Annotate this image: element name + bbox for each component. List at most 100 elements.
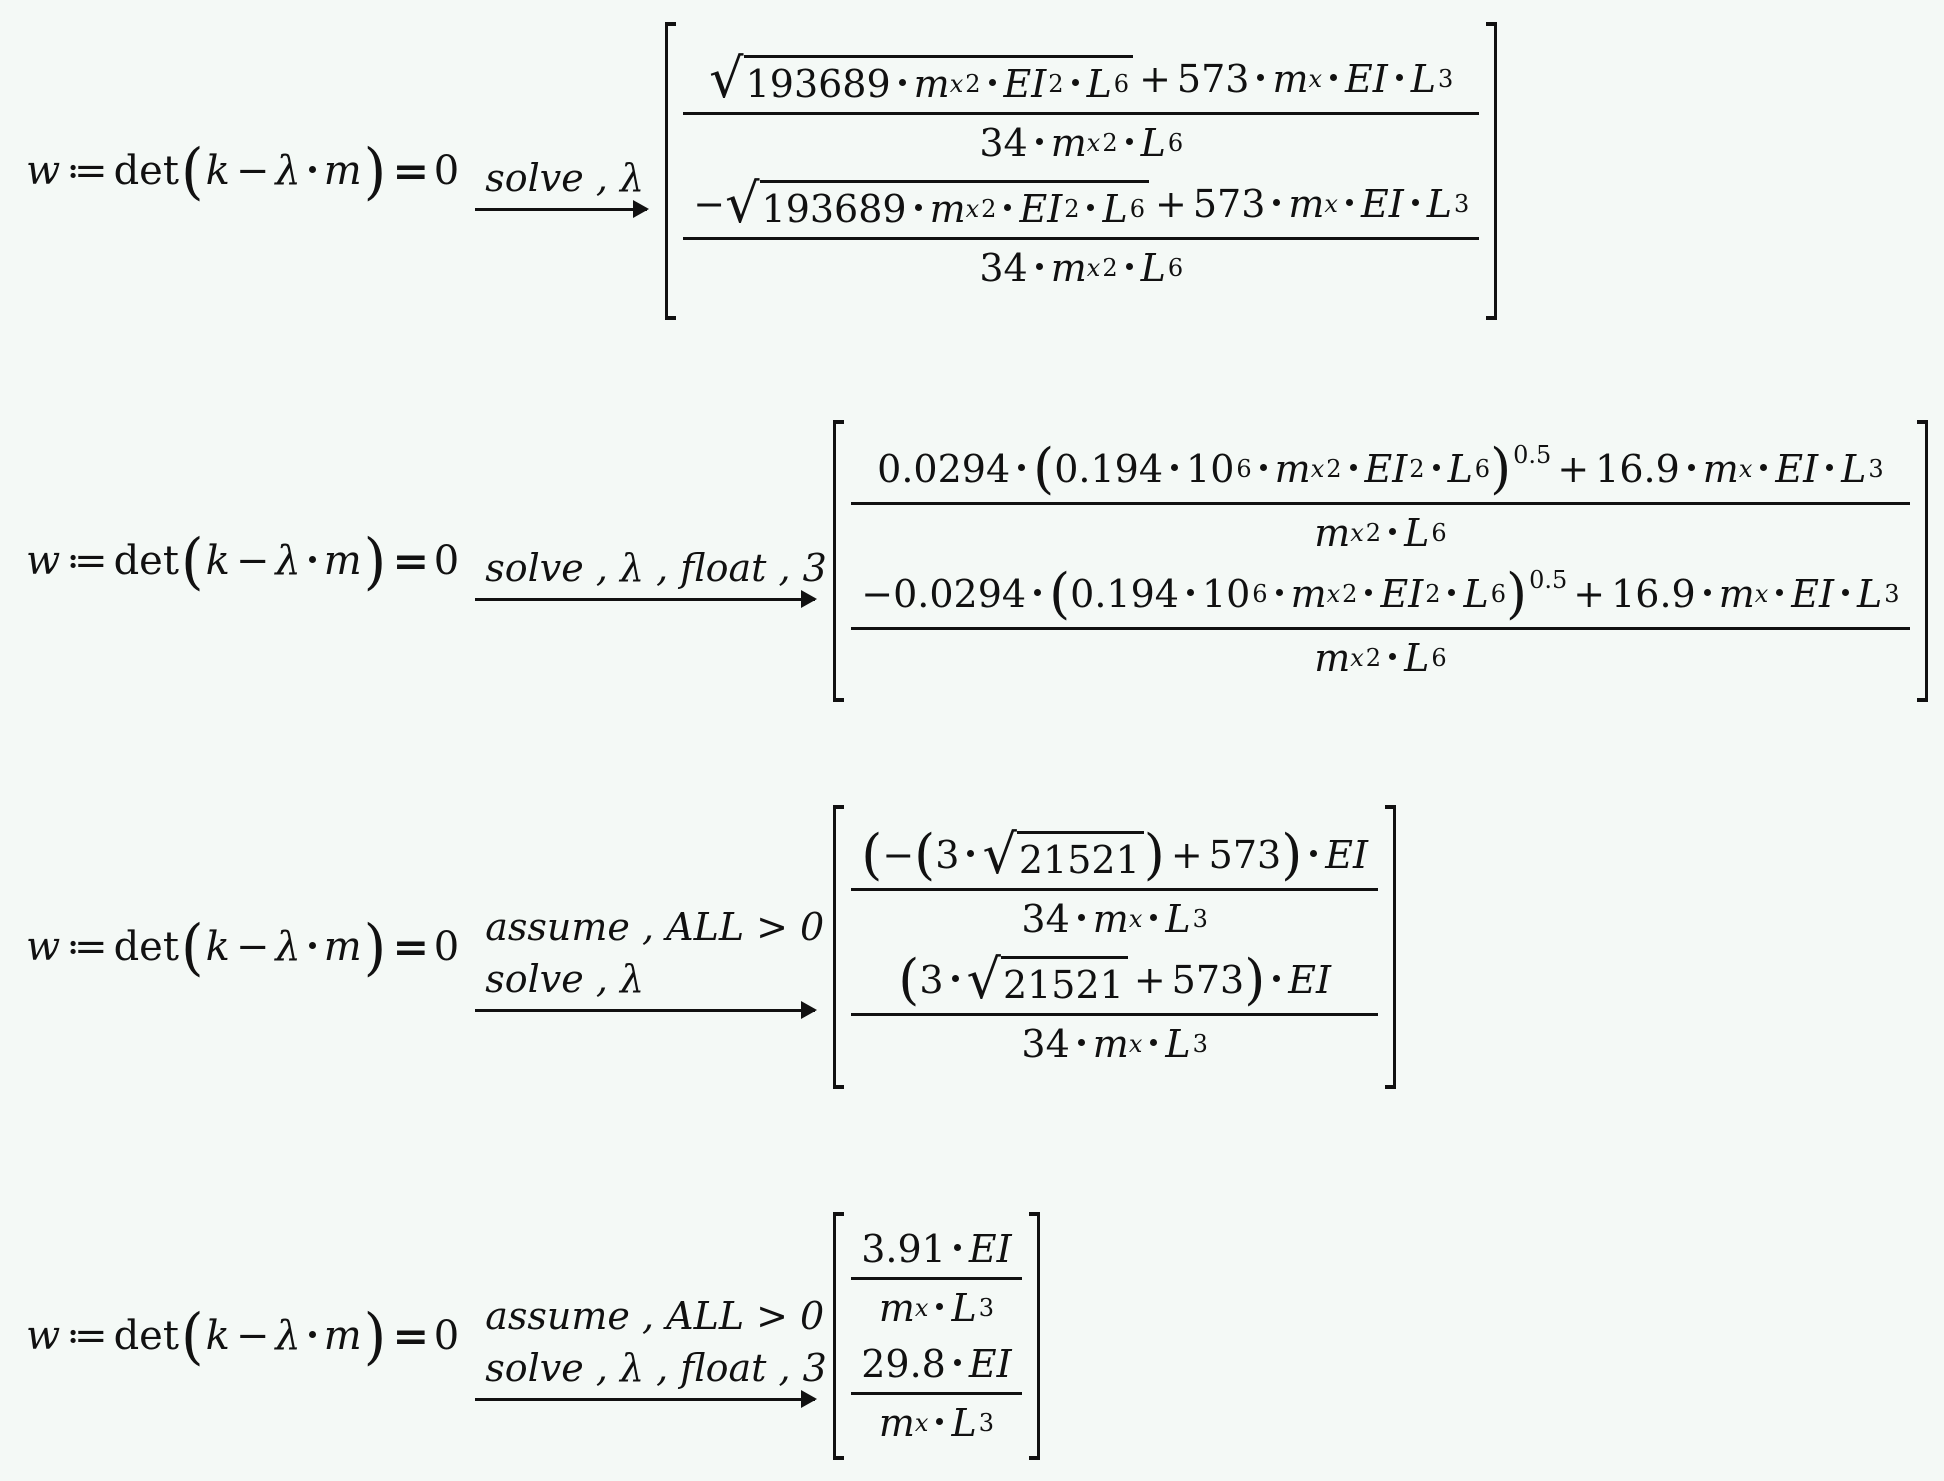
- math-token: EI: [1775, 447, 1819, 491]
- keyword-assume[interactable]: assume , ALL > 0: [485, 1294, 825, 1338]
- exponent: 6: [1129, 195, 1145, 223]
- math-token: m: [878, 1401, 915, 1445]
- math-token: L: [1165, 897, 1191, 941]
- boolean-equals: =: [392, 147, 430, 195]
- symbolic-arrow[interactable]: solve , λ , float , 3: [475, 521, 827, 608]
- exponent: 6: [1474, 455, 1491, 483]
- var-lambda: λ: [275, 148, 301, 194]
- multiply-dot: [1087, 203, 1095, 211]
- math-token: EI: [1364, 447, 1408, 491]
- lhs-expression[interactable]: w ≔ det ( k − λ m ) = 0: [0, 531, 459, 592]
- symbolic-arrow[interactable]: solve , λ: [475, 131, 650, 218]
- multiply-dot: [308, 1330, 316, 1338]
- math-token: EI: [1288, 958, 1332, 1002]
- math-token: L: [1841, 447, 1867, 491]
- exponent: 6: [1167, 254, 1184, 282]
- multiply-dot: [1345, 198, 1353, 206]
- equation-block-2[interactable]: w ≔ det ( k − λ m ) = 0 solve , λ , floa…: [0, 420, 1928, 702]
- parenthesis: ): [1244, 948, 1266, 1011]
- math-token: λ: [275, 1313, 301, 1359]
- math-token: 0.194: [1054, 447, 1164, 491]
- multiply-dot: [1077, 913, 1085, 921]
- lhs-expression[interactable]: w ≔ det ( k − λ m ) = 0: [0, 1306, 459, 1367]
- multiply-dot: [967, 849, 975, 857]
- fraction-bar: [851, 627, 1910, 630]
- fraction-bar: [683, 112, 1480, 115]
- math-token: k: [205, 538, 230, 584]
- keyword-solve[interactable]: solve , λ: [485, 156, 645, 200]
- math-token: 0.0294: [877, 447, 1011, 491]
- parenthesis: ): [1490, 437, 1512, 500]
- math-token: 34: [979, 121, 1028, 165]
- var-k: k: [205, 148, 230, 194]
- radicand: 21521: [1016, 831, 1144, 882]
- parenthesis: (: [180, 911, 204, 983]
- equation-block-4[interactable]: w ≔ det ( k − λ m ) = 0 assume , ALL > 0…: [0, 1212, 1040, 1460]
- math-token: det: [113, 924, 179, 970]
- math-token: ≔: [66, 538, 108, 584]
- exponent: 6: [1236, 455, 1252, 483]
- subscript: x: [1754, 580, 1769, 608]
- subscript: x: [914, 1409, 929, 1437]
- symbolic-arrow[interactable]: assume , ALL > 0 solve , λ: [475, 882, 825, 1019]
- multiply-dot: [308, 165, 316, 173]
- multiply-dot: [1018, 463, 1026, 471]
- subscript: x: [1326, 580, 1341, 608]
- symbolic-arrow[interactable]: assume , ALL > 0 solve , λ , float , 3: [475, 1271, 827, 1408]
- math-token: +: [1170, 833, 1203, 877]
- multiply-dot: [1004, 203, 1012, 211]
- radical-icon: √: [709, 47, 744, 110]
- keyword-solve[interactable]: solve , λ: [485, 957, 645, 1001]
- math-token: L: [1463, 572, 1489, 616]
- lhs-expression[interactable]: w ≔ det ( k − λ m ) = 0: [0, 141, 459, 202]
- math-token: L: [1140, 121, 1166, 165]
- math-token: −: [693, 182, 726, 226]
- multiply-dot: [1186, 588, 1194, 596]
- subscript: x: [1738, 455, 1753, 483]
- keyword-assume[interactable]: assume , ALL > 0: [485, 905, 825, 949]
- math-token: m: [1092, 1022, 1129, 1066]
- lhs-expression[interactable]: w ≔ det ( k − λ m ) = 0: [0, 911, 459, 983]
- math-token: 573: [1208, 833, 1282, 877]
- equation-block-3[interactable]: w ≔ det ( k − λ m ) = 0 assume , ALL > 0…: [0, 805, 1396, 1089]
- subscript: x: [1324, 190, 1338, 218]
- var-w: w: [26, 148, 61, 194]
- math-token: m: [1718, 572, 1755, 616]
- keyword-solve-float[interactable]: solve , λ , float , 3: [485, 1346, 827, 1390]
- minus-operator: −: [235, 148, 270, 194]
- multiply-dot: [1310, 849, 1318, 857]
- math-token: m: [1272, 57, 1309, 101]
- exponent: 2: [1409, 455, 1425, 483]
- math-token: 0.194: [1070, 572, 1179, 616]
- math-token: +: [1557, 447, 1590, 491]
- arrow-icon: [475, 1001, 818, 1019]
- math-token: m: [1290, 572, 1327, 616]
- exponent: 2: [981, 195, 997, 223]
- multiply-dot: [1035, 137, 1043, 145]
- math-token: +: [1155, 182, 1187, 226]
- exponent: 2: [1064, 195, 1080, 223]
- multiply-dot: [1125, 137, 1133, 145]
- keyword-solve-float[interactable]: solve , λ , float , 3: [485, 546, 827, 590]
- arrow-icon: [475, 590, 818, 608]
- math-token: 34: [1021, 1022, 1070, 1066]
- math-token: −: [235, 924, 270, 970]
- equation-block-1[interactable]: w ≔ det ( k − λ m ) = 0 solve , λ √ 1936…: [0, 22, 1498, 320]
- subscript: x: [1086, 254, 1101, 282]
- math-token: 193689: [761, 187, 907, 231]
- multiply-dot: [1071, 78, 1079, 86]
- parenthesis: (: [914, 823, 936, 886]
